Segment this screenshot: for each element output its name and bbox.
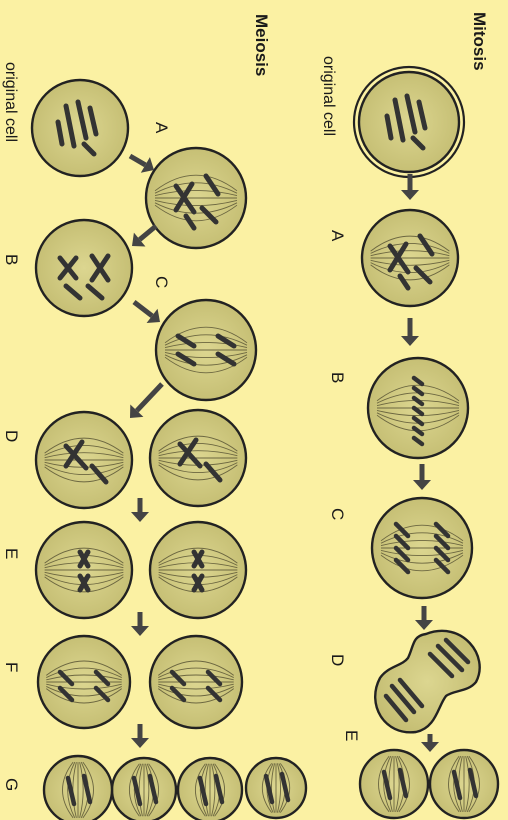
meiosis-cell-c xyxy=(156,300,256,400)
arrow-head xyxy=(401,190,419,200)
meiosis-cell-e2 xyxy=(36,522,132,618)
meiosis-arrow-7 xyxy=(131,724,149,748)
mitosis-original-cell xyxy=(354,67,464,177)
meiosis-stage-label-b: B xyxy=(2,254,21,265)
arrow-shaft xyxy=(130,156,145,165)
mitosis-cell-e1 xyxy=(360,750,428,818)
arrow-head xyxy=(131,512,149,522)
mitosis-cell-a xyxy=(362,210,458,306)
arrow-shaft xyxy=(134,302,152,316)
mitosis-stage-label-a: A xyxy=(328,230,347,242)
mitosis-arrow-2 xyxy=(401,318,419,346)
arrow-shaft xyxy=(137,384,162,411)
arrow-head xyxy=(131,626,149,636)
cell-body xyxy=(36,220,132,316)
cell-body xyxy=(32,80,128,176)
meiosis-arrow-1 xyxy=(130,156,154,173)
meiosis-cell-f1 xyxy=(150,636,242,728)
meiosis-cell-b xyxy=(36,220,132,316)
meiosis-arrow-4 xyxy=(130,384,162,418)
meiosis-cell-f2 xyxy=(38,636,130,728)
mitosis-stage-label-b: B xyxy=(328,372,347,383)
meiosis-cell-a xyxy=(146,148,246,248)
meiosis-stage-label-g: G xyxy=(2,778,21,791)
mitosis-stage-label-c: C xyxy=(328,508,347,520)
meiosis-arrow-2 xyxy=(132,226,156,247)
cells-layer xyxy=(32,67,498,820)
arrow-head xyxy=(413,480,431,490)
arrow-head xyxy=(401,336,419,346)
meiosis-cell-e1 xyxy=(150,522,246,618)
mitosis-title: Mitosis xyxy=(470,12,489,71)
mitosis-cell-c xyxy=(372,498,472,598)
meiosis-original-label: original cell xyxy=(2,62,19,142)
arrow-head xyxy=(415,620,433,630)
mitosis-original-label: original cell xyxy=(320,56,337,136)
mitosis-arrow-1 xyxy=(401,174,419,200)
meiosis-title: Meiosis xyxy=(252,14,271,76)
arrow-head xyxy=(421,742,439,752)
meiosis-stage-label-f: F xyxy=(2,662,21,672)
mitosis-arrow-3 xyxy=(413,464,431,490)
meiosis-stage-label-d: D xyxy=(2,430,21,442)
mitosis-cell-d xyxy=(375,631,479,732)
mitosis-cell-e2 xyxy=(430,750,498,818)
meiosis-cell-g4 xyxy=(44,756,112,820)
cell-body xyxy=(359,72,459,172)
meiosis-stage-label-e: E xyxy=(2,548,21,559)
meiosis-arrow-5 xyxy=(131,498,149,522)
meiosis-cell-g2 xyxy=(178,758,242,820)
meiosis-arrow-3 xyxy=(134,302,160,323)
mitosis-cell-b xyxy=(368,358,468,458)
mitosis-arrow-5 xyxy=(421,734,439,752)
meiosis-cell-d2 xyxy=(36,412,132,508)
meiosis-arrow-6 xyxy=(131,612,149,636)
meiosis-cell-d1 xyxy=(150,410,246,506)
meiosis-stage-label-c: C xyxy=(152,276,171,288)
arrow-head xyxy=(131,738,149,748)
meiosis-cell-g3 xyxy=(112,758,176,820)
mitosis-stage-label-e: E xyxy=(342,730,361,741)
meiosis-stage-label-a: A xyxy=(152,122,171,134)
mitosis-arrow-4 xyxy=(415,606,433,630)
meiosis-cell-g1 xyxy=(246,758,306,818)
arrow-shaft xyxy=(140,226,156,240)
mitosis-stage-label-d: D xyxy=(328,654,347,666)
meiosis-original-cell xyxy=(32,80,128,176)
cell-body xyxy=(375,631,479,732)
